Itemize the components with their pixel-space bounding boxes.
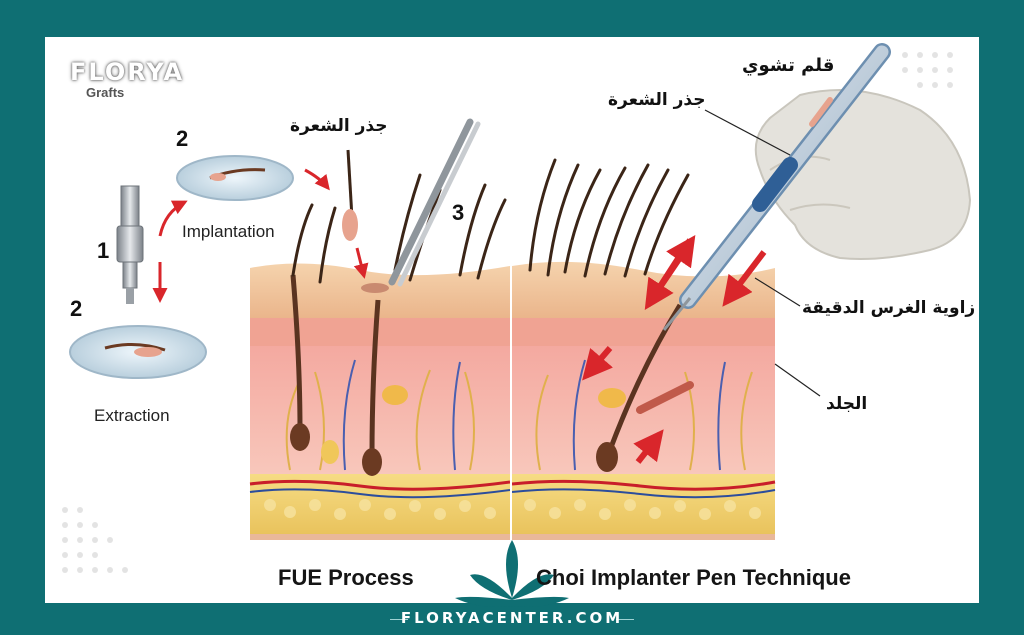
- step-number-2-top: 2: [176, 126, 189, 151]
- brand-logo-subtext: Grafts: [86, 85, 125, 100]
- choi-arrows: [582, 235, 767, 464]
- precise-angle-label: زاوية الغرس الدقيقة: [802, 298, 976, 318]
- fue-punch-tool: [116, 185, 144, 304]
- decorative-dots-bottom-left: [62, 507, 128, 573]
- fue-arrows: [152, 168, 369, 303]
- extraction-label: Extraction: [94, 406, 170, 425]
- choi-skin-block: [511, 158, 776, 540]
- implantation-label: Implantation: [182, 222, 275, 241]
- extracted-graft: [342, 149, 358, 241]
- choi-pen-label: قلم تشوي: [742, 55, 835, 76]
- leader-lines: [704, 109, 821, 397]
- petri-dish-implantation: [176, 155, 294, 201]
- fue-skin-block: [249, 173, 511, 540]
- choi-technique-title: Choi Implanter Pen Technique: [536, 565, 851, 590]
- choi-implanter-pen: [662, 43, 891, 331]
- hair-root-label-right: جذر الشعرة: [608, 90, 706, 110]
- step-number-2-bottom: 2: [70, 296, 83, 321]
- decorative-dots-top-right: [902, 52, 953, 88]
- skin-label: الجلد: [826, 394, 868, 414]
- florya-emblem-icon: [455, 540, 569, 607]
- step-number-1: 1: [97, 238, 110, 263]
- footer-line-right: [616, 619, 634, 620]
- footer-website-url[interactable]: FLORYACENTER.COM: [400, 609, 624, 627]
- brand-logo: FLORYA: [70, 58, 185, 86]
- footer-line-left: [390, 619, 408, 620]
- fue-process-title: FUE Process: [278, 565, 414, 590]
- hair-root-label-left: جذر الشعرة: [290, 116, 388, 136]
- petri-dish-extraction: [69, 325, 207, 379]
- forceps-tool: [388, 118, 481, 287]
- step-number-3: 3: [452, 200, 465, 225]
